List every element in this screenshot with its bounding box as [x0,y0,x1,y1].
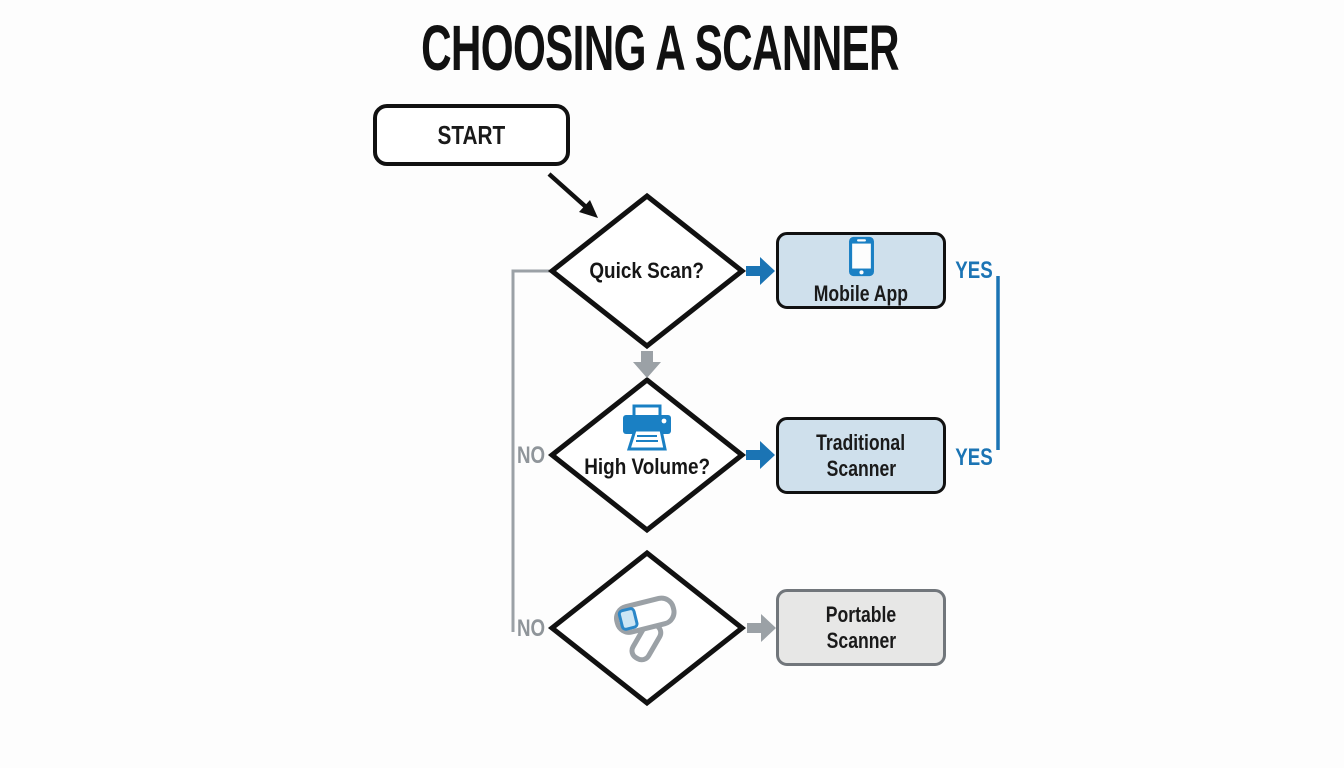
decision-quick-scan-diamond [547,192,747,350]
start-label: START [437,119,506,150]
result-mobile-app: Mobile App [776,232,946,309]
result-portable-line2: Scanner [826,627,896,653]
result-traditional-line2: Scanner [826,455,896,481]
start-to-decision-arrow [547,172,598,218]
no-label-1: NO [516,442,546,469]
no-connector-line [511,269,552,632]
decision-quick-scan-label: Quick Scan? [589,258,705,283]
no-label-2: NO [516,615,546,642]
result-traditional-line1: Traditional [816,429,906,455]
decision-high-volume-label: High Volume? [584,454,710,479]
result-portable-line1: Portable [825,601,897,627]
yes-arrow-1 [746,257,775,285]
start-node: START [373,104,570,166]
yes-arrow-2 [746,441,775,469]
page-title-text: CHOOSING A SCANNER [421,12,899,84]
result-mobile-app-label: Mobile App [813,281,909,306]
printer-icon [618,404,676,452]
decision-high-volume-diamond [547,376,747,534]
barcode-scanner-icon [608,590,688,666]
page-title: CHOOSING A SCANNER [260,12,1060,84]
result-portable-scanner: Portable Scanner [776,589,946,666]
result-traditional-scanner: Traditional Scanner [776,417,946,494]
yes-label-1: YES [955,257,993,284]
smartphone-icon [848,236,875,283]
yes-label-2: YES [955,444,993,471]
no-result-arrow [747,614,776,642]
down-arrow [633,351,661,378]
